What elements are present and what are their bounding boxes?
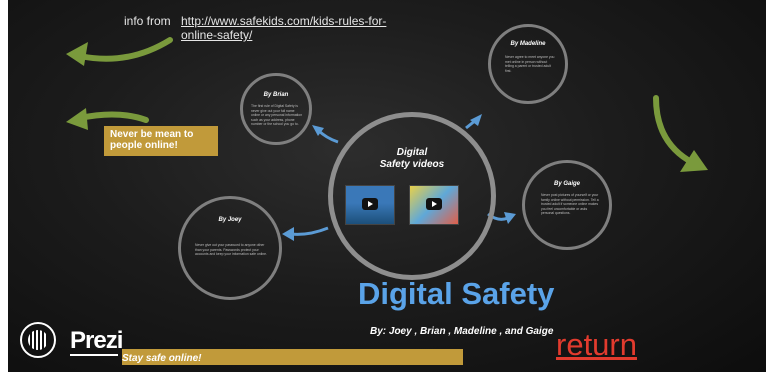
banner-text: Stay safe online! (122, 353, 202, 364)
prezi-canvas[interactable]: info from http://www.safekids.com/kids-r… (8, 0, 766, 372)
prezi-brand[interactable]: Prezi (70, 327, 123, 354)
circle-joey-text: Never give out your password to anyone o… (195, 243, 268, 256)
circle-madeline[interactable]: By Madeline Never agree to meet anyone y… (488, 24, 568, 104)
arrows-layer (66, 37, 708, 241)
note-box: Never be mean to people online! (104, 126, 218, 156)
blue-arrow-to-madeline-icon (465, 114, 482, 130)
circle-madeline-title: By Madeline (510, 41, 546, 47)
circle-joey-title: By Joey (218, 217, 242, 223)
video-thumbnail-2[interactable] (409, 185, 459, 225)
circle-joey[interactable]: By Joey Never give out your password to … (178, 196, 282, 300)
circle-brian[interactable]: By Brian The first rule of Digital Safet… (240, 73, 312, 145)
page-title: Digital Safety (358, 276, 555, 311)
video-thumbnail-1[interactable] (345, 185, 395, 225)
info-label: info from (124, 14, 171, 28)
blue-arrow-to-joey-icon (282, 226, 329, 241)
source-link[interactable]: http://www.safekids.com/kids-rules-for-o… (181, 14, 387, 42)
return-link[interactable]: return (556, 327, 637, 362)
green-arrow-left-icon (66, 108, 149, 130)
play-icon (426, 198, 442, 210)
main-circle-title-line1: Digital (396, 147, 428, 158)
circle-main[interactable]: Digital Safety videos (328, 112, 496, 280)
blue-arrow-to-brian-icon (312, 125, 339, 144)
brand-underline (70, 354, 118, 356)
banner-bar (122, 349, 463, 365)
circle-gaige-title: By Gaige (553, 181, 580, 187)
green-arrow-topleft-icon (66, 37, 173, 66)
authors-byline: By: Joey , Brian , Madeline , and Gaige (370, 326, 554, 337)
circle-brian-text: The first rule of Digital Safety is neve… (251, 104, 303, 126)
play-icon (362, 198, 378, 210)
green-arrow-right-icon (653, 95, 708, 172)
circle-gaige[interactable]: By Gaige Never post pictures of yourself… (522, 160, 612, 250)
main-circle-title-line2: Safety videos (379, 159, 445, 170)
circle-gaige-text: Never post pictures of yourself or your … (541, 193, 599, 215)
circle-madeline-text: Never agree to meet anyone you met onlin… (505, 55, 555, 73)
prezi-logo-icon[interactable] (20, 322, 56, 358)
circle-brian-title: By Brian (263, 92, 289, 98)
